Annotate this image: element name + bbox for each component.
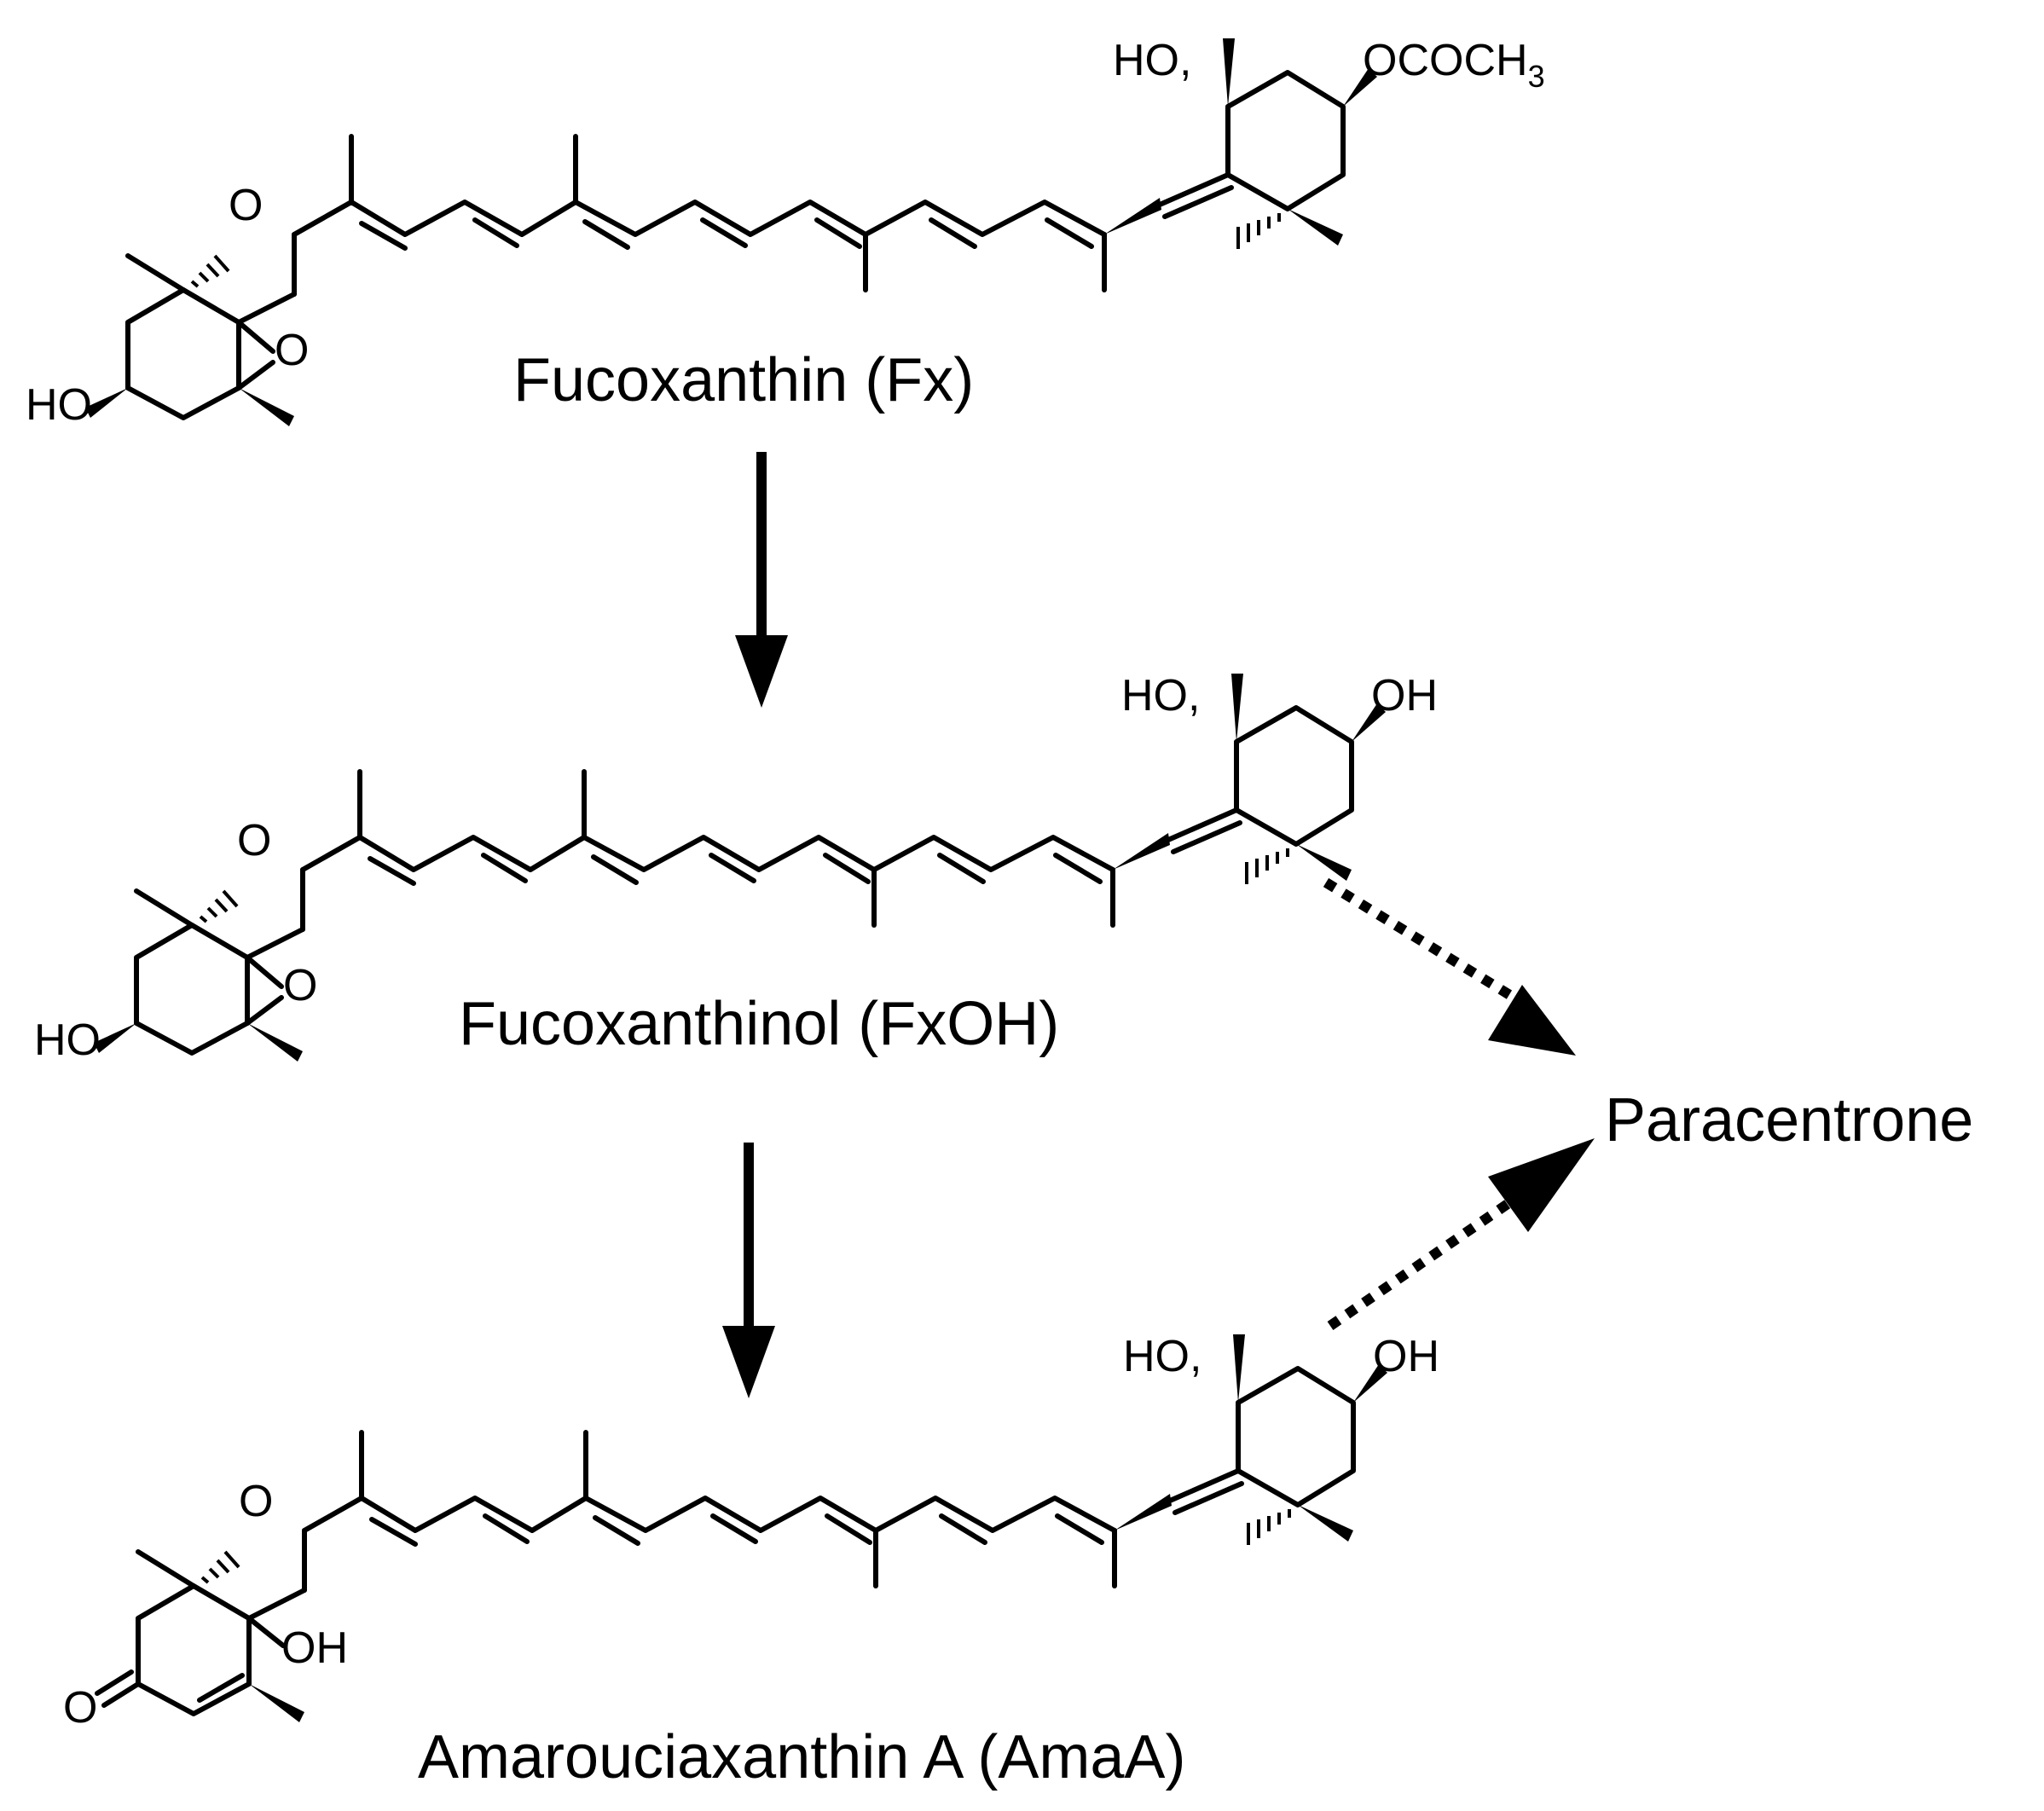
epoxide-oxygen-label: O <box>283 961 317 1010</box>
hydroxyl-label-right: HO, <box>1123 1332 1202 1381</box>
compound-fucoxanthin: O O HO HO, OCOCH3 Fucoxanthin (Fx) <box>26 36 1545 430</box>
compound-name-amaa: Amarouciaxanthin A (AmaA) <box>418 1723 1185 1791</box>
arrow-fxoh-to-amaa <box>722 1143 775 1398</box>
ketone-oxygen-label: O <box>229 181 263 230</box>
hydroxyl-label-left: HO <box>26 380 92 430</box>
compound-name-fxoh: Fucoxanthinol (FxOH) <box>459 990 1059 1058</box>
arrow-fxoh-to-paracentrone <box>1323 877 1576 1056</box>
ketone-oxygen-label: O <box>239 1477 273 1526</box>
hydroxyl-label-right: HO, <box>1121 671 1200 720</box>
compound-name-fx: Fucoxanthin (Fx) <box>513 346 974 414</box>
tertiary-hydroxyl-label: OH <box>281 1623 348 1673</box>
arrow-amaa-to-paracentrone <box>1327 1138 1595 1330</box>
acetate-label: OCOCH3 <box>1363 36 1545 94</box>
hydroxyl-label-right-2: OH <box>1373 1332 1439 1381</box>
acetate-main: OCOCH <box>1363 36 1528 85</box>
ketone-oxygen-label: O <box>237 816 271 865</box>
compound-amarouciaxanthin-a: O OH O HO, OH Amarouciaxanthin A (AmaA) <box>63 1332 1439 1791</box>
hydroxyl-label-left: HO <box>34 1015 101 1065</box>
acetate-subscript: 3 <box>1528 59 1545 94</box>
arrow-fx-to-fxoh <box>735 452 788 708</box>
ring-ketone-oxygen-label: O <box>63 1683 97 1733</box>
hydroxyl-label-right-2: OH <box>1371 671 1438 720</box>
epoxide-oxygen-label: O <box>275 326 309 375</box>
product-name-paracentrone: Paracentrone <box>1605 1086 1973 1154</box>
compound-fucoxanthinol: O O HO HO, OH Fucoxanthinol (FxOH) <box>34 671 1438 1065</box>
hydroxyl-label-right: HO, <box>1113 36 1191 85</box>
